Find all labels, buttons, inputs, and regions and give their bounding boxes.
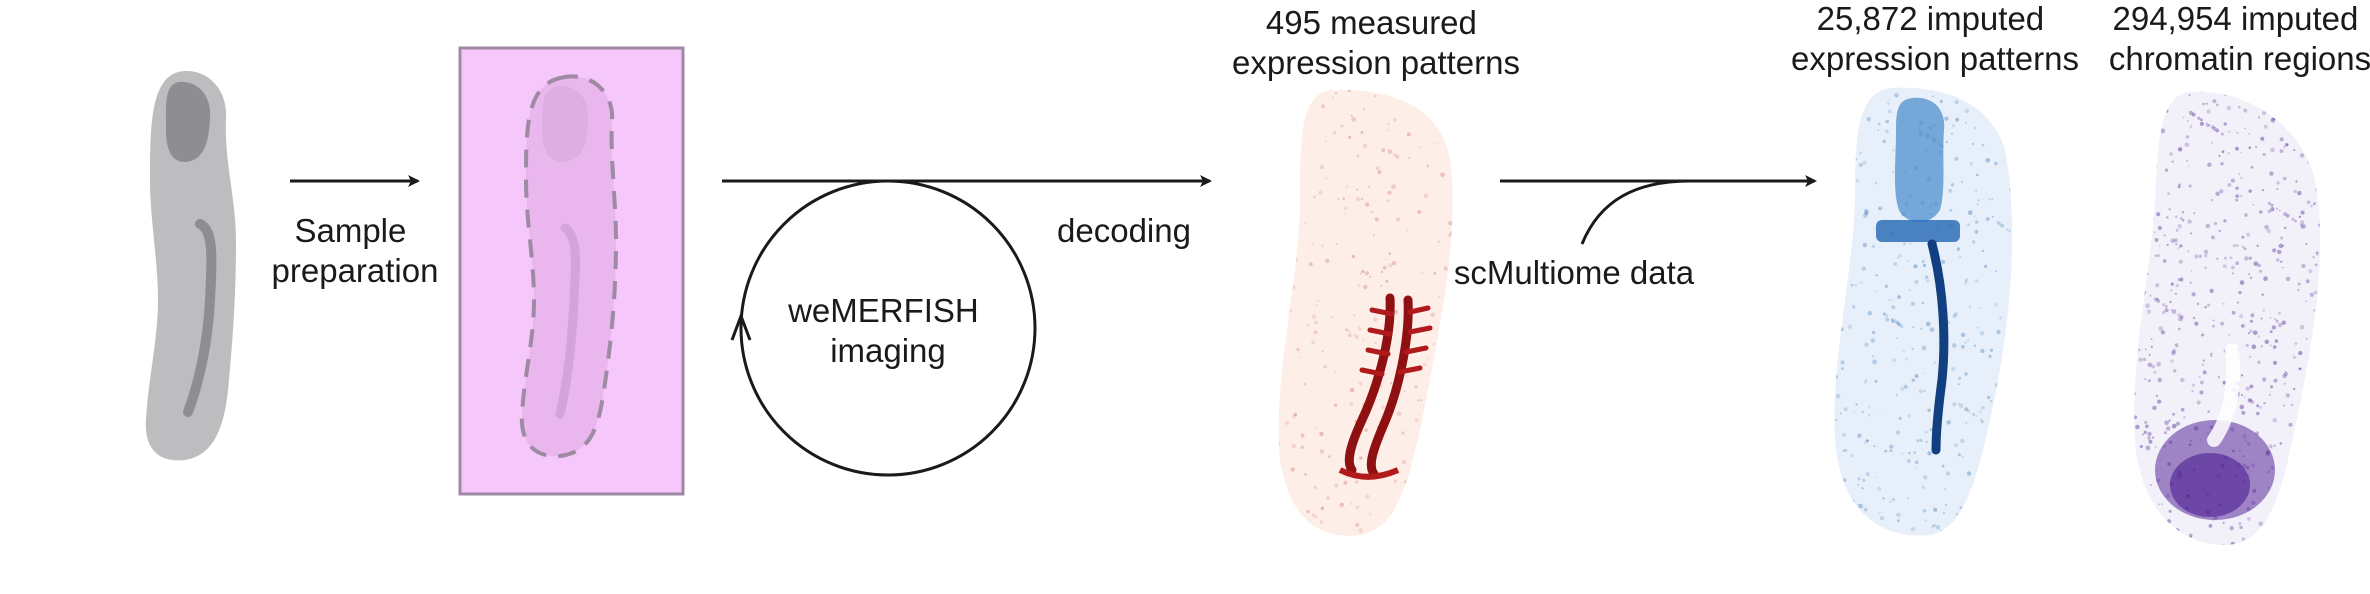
slide-icon [458,46,685,496]
decoding-label: decoding [1057,212,1191,249]
scmultiome-label: scMultiome data [1454,254,1695,291]
integration-arrow [1500,175,1817,245]
imputed-chromatin-image [2134,91,2321,545]
imputed-chromatin-title: 294,954 imputed chromatin regions [2109,0,2370,77]
embryo-icon [145,71,236,461]
sample-prep-label: Sample preparation [272,212,439,289]
cycle-arrow-icon [722,175,1212,477]
imputed-expression-image [1834,87,2013,536]
imputed-expression-title: 25,872 imputed expression patterns [1791,0,2079,77]
measured-panel-title: 495 measured expression patterns [1232,4,1520,81]
measured-expression-image [1278,89,1453,536]
imaging-label: weMERFISH imaging [787,292,988,369]
